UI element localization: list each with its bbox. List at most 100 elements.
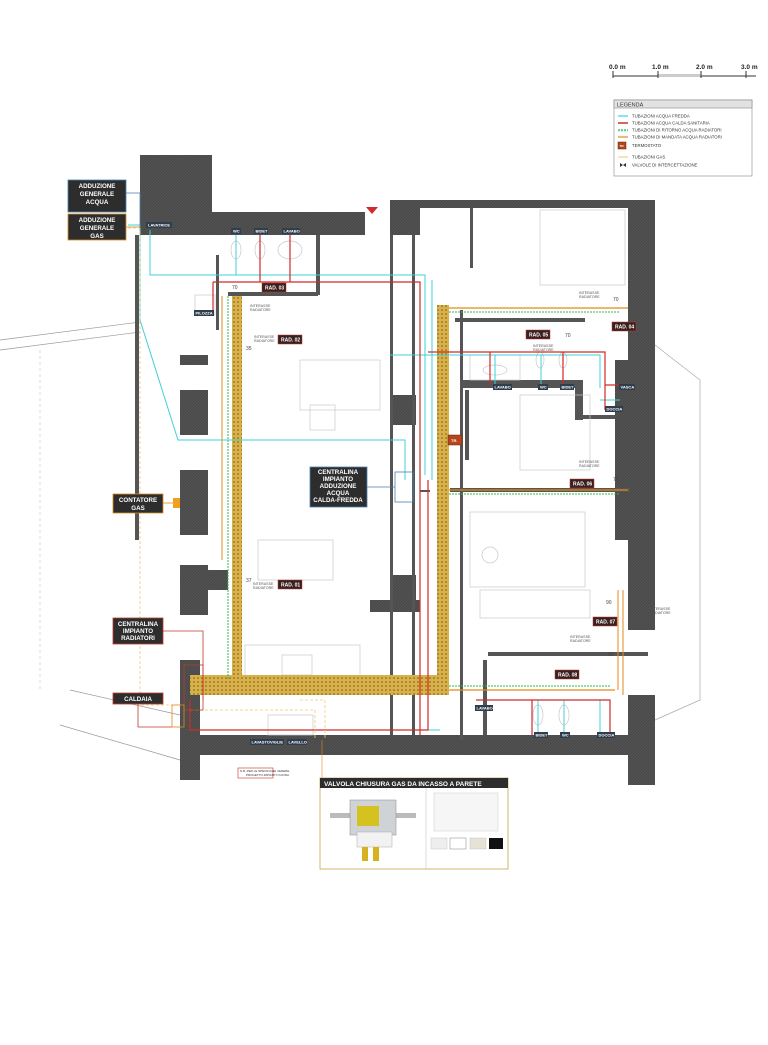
dimension-label: 70 xyxy=(565,333,571,339)
fixture-lavatrice: LAVATRICE xyxy=(148,223,170,228)
dimension-label: 70 xyxy=(232,285,238,291)
callout-centralina-acqua: ADDUZIONE xyxy=(320,483,357,490)
hot-water-pipes xyxy=(189,235,622,735)
scale-bar: 0.0 m 1.0 m 2.0 m 3.0 m xyxy=(609,64,758,78)
callout-centralina-radiatori: RADIATORI xyxy=(121,635,155,642)
interasse-note: RADIATORE xyxy=(650,611,671,615)
radiator-pipes xyxy=(190,296,628,695)
radiator-tags: RAD. 01 RAD. 02 RAD. 03 RAD. 04 RAD. 05 … xyxy=(261,282,637,680)
kitchen-note: N.B. PER LE SPECIFICHE VEDERE PROGETTO I… xyxy=(237,767,289,779)
interasse-note: INTERASSE xyxy=(250,304,271,308)
entrance-marker-icon xyxy=(366,207,378,214)
thermostat-label: TR. xyxy=(451,438,457,443)
radiator-label: RAD. 08 xyxy=(558,673,577,679)
radiator-label: RAD. 01 xyxy=(281,583,300,589)
interasse-note: INTERASSE xyxy=(579,460,600,464)
interasse-note: RADIATORE xyxy=(570,639,591,643)
callout-centralina-acqua: CALDA-FREDDA xyxy=(313,497,363,504)
gas-valve-cover-image xyxy=(430,792,503,850)
dimension-label: 37 xyxy=(246,578,252,584)
note-text: PROGETTO IMPIANTI CUCINA xyxy=(246,773,289,777)
dimension-label: 90 xyxy=(608,652,614,658)
callout-centralina-acqua: CENTRALINA xyxy=(318,469,359,476)
fixture-bidet: BIDET xyxy=(562,385,575,390)
interasse-note: RADIATORE xyxy=(579,464,600,468)
legend-title: LEGENDA xyxy=(617,103,644,109)
fixture-pilozza: PILOZZA xyxy=(196,311,213,316)
radiator-manifold-icon xyxy=(183,664,204,711)
callout-centralina-acqua: ACQUA xyxy=(327,490,350,497)
fixture-lavabo: LAVABO xyxy=(284,229,300,234)
note-text: N.B. PER LE SPECIFICHE VEDERE xyxy=(240,769,289,773)
interasse-note: INTERASSE xyxy=(650,607,671,611)
interasse-note: INTERASSE xyxy=(253,582,274,586)
callout-centralina-radiatori: IMPIANTO xyxy=(123,628,153,635)
callout-adduzione-gas: GENERALE xyxy=(80,225,114,232)
legend-item-valve: VALVOLE DI INTERCETTAZIONE xyxy=(632,163,698,168)
gas-valve-image xyxy=(330,799,416,861)
scale-label-3: 3.0 m xyxy=(741,64,758,71)
radiator-label: RAD. 02 xyxy=(281,338,300,344)
scale-label-1: 1.0 m xyxy=(652,64,669,71)
radiator-label: RAD. 07 xyxy=(596,620,615,626)
interasse-note: INTERASSE xyxy=(570,635,591,639)
dimensions: 70 70 70 70 90 90 35 37 xyxy=(232,285,619,658)
interasse-note: RADIATORE xyxy=(533,348,554,352)
dimension-label: 70 xyxy=(613,297,619,303)
water-manifold-icon xyxy=(394,471,414,503)
fixture-lavabo: LAVABO xyxy=(477,706,493,711)
radiator-label: RAD. 04 xyxy=(615,325,634,331)
dimension-label: 35 xyxy=(246,346,252,352)
gas-valve-panel: VALVOLA CHIUSURA GAS DA INCASSO A PARETE xyxy=(319,740,509,870)
scale-label-2: 2.0 m xyxy=(696,64,713,71)
furniture xyxy=(194,209,626,736)
fixture-bidet: BIDET xyxy=(256,229,269,234)
thermostat-icon xyxy=(447,434,463,446)
callout-adduzione-acqua: ACQUA xyxy=(86,199,109,206)
legend-item-gas: TUBAZIONI GAS xyxy=(632,155,665,160)
thermostat-icon xyxy=(617,141,627,150)
callout-contatore-gas: GAS xyxy=(131,505,144,512)
legend: LEGENDA TUBAZIONI ACQUA FREDDA TUBAZIONI… xyxy=(613,99,753,177)
callout-adduzione-acqua: GENERALE xyxy=(80,191,114,198)
thin-walls xyxy=(135,208,648,740)
valve-icon xyxy=(620,163,626,167)
legend-item-cold-water: TUBAZIONI ACQUA FREDDA xyxy=(632,114,690,119)
callout-adduzione-gas: GAS xyxy=(90,233,103,240)
terrace-outline xyxy=(0,321,701,761)
legend-thermostat-symbol: TR. xyxy=(620,144,625,148)
interasse-note: INTERASSE xyxy=(254,335,275,339)
callout-centralina-acqua: IMPIANTO xyxy=(323,476,353,483)
fixture-wc: WC xyxy=(233,229,240,234)
boiler-icon xyxy=(171,704,185,728)
interasse-note: INTERASSE xyxy=(533,344,554,348)
callout-adduzione-acqua: ADDUZIONE xyxy=(79,183,116,190)
fixture-wc: WC xyxy=(562,733,569,738)
callout-contatore-gas: CONTATORE xyxy=(119,497,157,504)
fixture-doccia: DOCCIA xyxy=(607,407,623,412)
fixture-tags: LAVATRICE WC BIDET LAVABO PILOZZA LAVABO… xyxy=(146,222,635,745)
scale-label-0: 0.0 m xyxy=(609,64,626,71)
callout-caldaia: CALDAIA xyxy=(124,696,152,703)
fixture-bidet: BIDET xyxy=(536,733,549,738)
interasse-note: RADIATORE xyxy=(254,339,275,343)
fixture-lavello: LAVELLO xyxy=(289,740,307,745)
interasse-note: INTERASSE xyxy=(579,291,600,295)
interasse-note: RADIATORE xyxy=(579,295,600,299)
fixture-lavabo: LAVABO xyxy=(495,385,511,390)
legend-item-radiator-supply: TUBAZIONI DI MANDATA ACQUA RADIATORI xyxy=(632,135,722,140)
callouts: ADDUZIONE GENERALE ACQUA ADDUZIONE GENER… xyxy=(67,179,414,728)
interasse-note: RADIATORE xyxy=(250,308,271,312)
radiator-label: RAD. 06 xyxy=(573,482,592,488)
fixture-doccia: DOCCIA xyxy=(599,733,615,738)
callout-centralina-radiatori: CENTRALINA xyxy=(118,621,159,628)
callout-adduzione-gas: ADDUZIONE xyxy=(79,217,116,224)
dimension-label: 90 xyxy=(606,600,612,606)
radiator-label: RAD. 03 xyxy=(265,286,284,292)
legend-item-radiator-return: TUBAZIONI DI RITORNO ACQUA RADIATORI xyxy=(632,128,722,133)
fixture-wc: WC xyxy=(540,385,547,390)
fixture-vasca: VASCA xyxy=(621,385,635,390)
gas-valve-panel-title: VALVOLA CHIUSURA GAS DA INCASSO A PARETE xyxy=(324,781,482,788)
gas-pipes xyxy=(128,227,326,740)
